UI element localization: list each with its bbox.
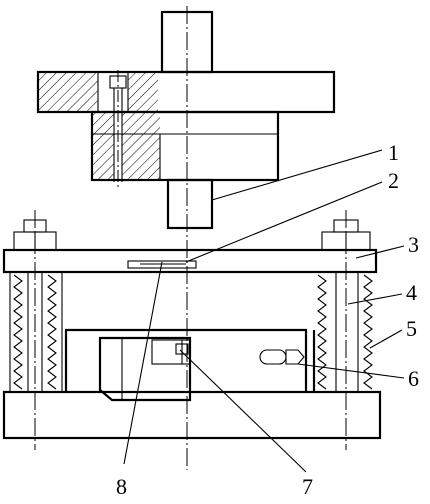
blank-sheet (127, 260, 197, 269)
leader-8 (123, 261, 163, 465)
callout-7: 7 (302, 474, 313, 499)
leader-7 (179, 349, 307, 473)
callout-5: 5 (406, 316, 417, 341)
leader-2 (185, 181, 383, 263)
callout-2: 2 (388, 168, 399, 193)
right-spring (317, 274, 373, 390)
leader-4 (347, 293, 403, 305)
die-insert (98, 336, 192, 402)
base-plate (2, 390, 382, 440)
lower-die (2, 219, 382, 440)
leader-6 (297, 363, 405, 379)
leader-5 (369, 329, 403, 349)
leader-3 (355, 245, 405, 259)
callout-labels: 1 2 3 4 5 6 7 8 (116, 140, 419, 499)
callout-1: 1 (388, 140, 399, 165)
upper-die-plate (36, 70, 336, 114)
punch-holder (90, 110, 280, 182)
side-screw (259, 349, 305, 365)
callout-6: 6 (408, 366, 419, 391)
center-lines (34, 6, 347, 470)
callout-3: 3 (408, 232, 419, 257)
punch (166, 178, 214, 230)
callout-4: 4 (406, 280, 417, 305)
guide-rod (335, 272, 359, 392)
leader-1 (211, 149, 383, 201)
upper-die (36, 10, 336, 230)
stripper-plate (2, 248, 378, 274)
leader-lines (123, 149, 405, 473)
callout-8: 8 (116, 474, 127, 499)
lower-die-body (64, 328, 316, 392)
left-spring (9, 272, 63, 392)
